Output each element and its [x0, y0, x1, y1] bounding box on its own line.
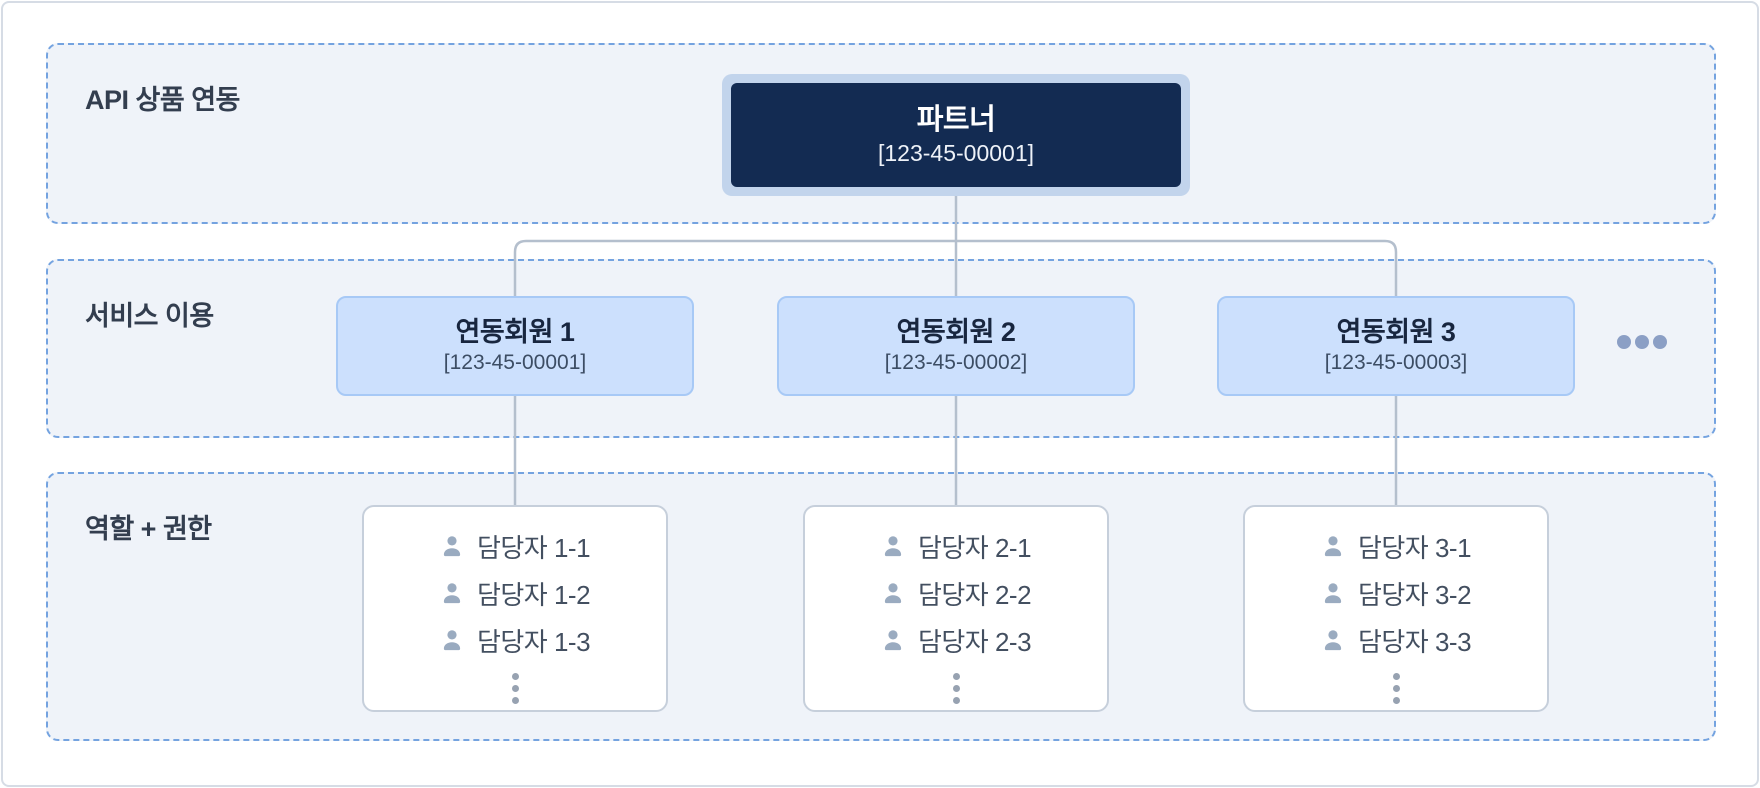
person-icon: [884, 583, 902, 604]
dot: [1635, 335, 1649, 349]
manager-name: 담당자 2-3: [917, 626, 1032, 657]
member-node-2: 연동회원 2 [123-45-00002]: [777, 296, 1135, 396]
manager-name: 담당자 1-3: [476, 626, 591, 657]
dot: [1653, 335, 1667, 349]
person-icon: [1324, 630, 1342, 651]
dot: [1617, 335, 1631, 349]
section-role-label: 역할 + 권한: [85, 514, 212, 544]
manager-row: 담당자 1-3: [440, 625, 591, 657]
member-node-1: 연동회원 1 [123-45-00001]: [336, 296, 694, 396]
manager-name: 담당자 2-1: [917, 532, 1032, 563]
member-id: [123-45-00001]: [443, 350, 587, 374]
manager-row: 담당자 3-3: [1321, 625, 1472, 657]
partner-id: [123-45-00001]: [877, 140, 1034, 166]
person-icon: [884, 536, 902, 557]
vertical-ellipsis-icon: [952, 673, 960, 704]
person-icon: [1324, 536, 1342, 557]
manager-card-1: 담당자 1-1 담당자 1-2 담당자 1-3: [362, 505, 668, 712]
vertical-ellipsis-icon: [1392, 673, 1400, 704]
more-horizontal-icon: [1617, 335, 1667, 349]
manager-row: 담당자 1-2: [440, 578, 591, 610]
member-name: 연동회원 3: [1336, 316, 1456, 347]
manager-name: 담당자 1-2: [476, 579, 591, 610]
manager-row: 담당자 3-2: [1321, 578, 1472, 610]
person-icon: [443, 630, 461, 651]
manager-row: 담당자 3-1: [1321, 531, 1472, 563]
person-icon: [1324, 583, 1342, 604]
connector-branch-bar: [513, 239, 1398, 296]
partner-name: 파트너: [916, 104, 996, 136]
manager-name: 담당자 3-3: [1357, 626, 1472, 657]
section-api-label: API 상품 연동: [85, 85, 240, 115]
manager-name: 담당자 1-1: [476, 532, 591, 563]
manager-row: 담당자 1-1: [440, 531, 591, 563]
person-icon: [443, 536, 461, 557]
manager-card-3: 담당자 3-1 담당자 3-2 담당자 3-3: [1243, 505, 1549, 712]
manager-name: 담당자 3-1: [1357, 532, 1472, 563]
member-id: [123-45-00003]: [1324, 350, 1468, 374]
manager-row: 담당자 2-1: [881, 531, 1032, 563]
member-id: [123-45-00002]: [884, 350, 1028, 374]
person-icon: [884, 630, 902, 651]
vertical-ellipsis-icon: [511, 673, 519, 704]
partner-node: 파트너 [123-45-00001]: [722, 74, 1190, 196]
manager-name: 담당자 3-2: [1357, 579, 1472, 610]
manager-row: 담당자 2-2: [881, 578, 1032, 610]
member-name: 연동회원 1: [455, 316, 575, 347]
person-icon: [443, 583, 461, 604]
partner-box: 파트너 [123-45-00001]: [731, 83, 1181, 187]
manager-row: 담당자 2-3: [881, 625, 1032, 657]
member-node-3: 연동회원 3 [123-45-00003]: [1217, 296, 1575, 396]
manager-name: 담당자 2-2: [917, 579, 1032, 610]
manager-card-2: 담당자 2-1 담당자 2-2 담당자 2-3: [803, 505, 1109, 712]
section-service-label: 서비스 이용: [85, 301, 214, 331]
member-name: 연동회원 2: [896, 316, 1016, 347]
